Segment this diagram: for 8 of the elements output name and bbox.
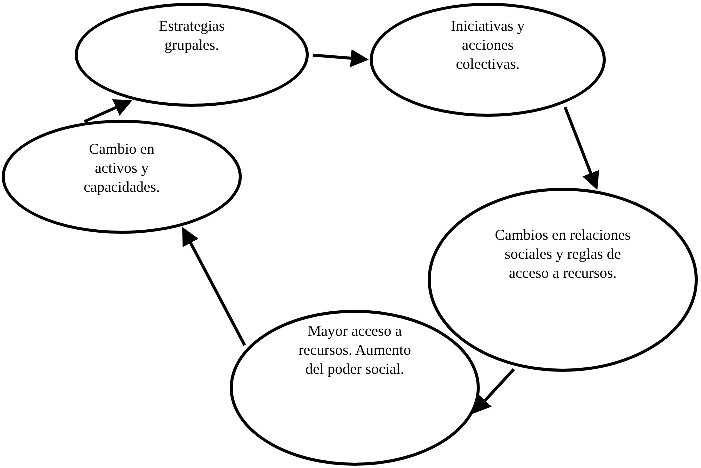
node-text: Cambio en activos y capacidades. <box>82 141 162 198</box>
arrow <box>564 106 600 190</box>
node-text: Estrategias grupales. <box>158 18 226 56</box>
arrow <box>312 49 369 68</box>
node-text: Cambios en relaciones sociales y reglas de acceso a recursos. <box>494 227 632 284</box>
arrow <box>182 227 246 346</box>
node-text: Iniciativas y acciones colectivas. <box>450 18 526 75</box>
node-text: Mayor acceso a recursos. Aumento del poder social. <box>298 323 412 380</box>
